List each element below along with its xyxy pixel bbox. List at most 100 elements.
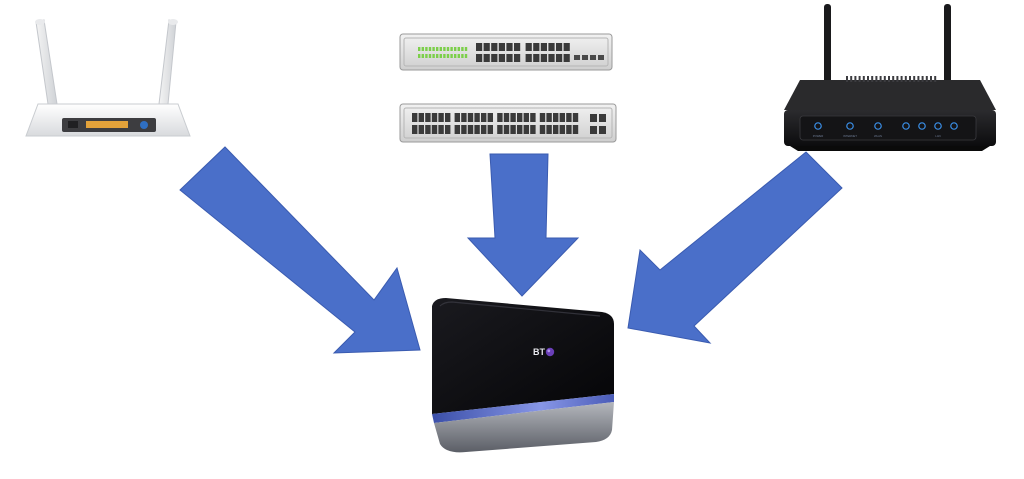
- status-leds: [418, 47, 468, 58]
- status-led: [443, 54, 446, 58]
- indicator-led: [918, 122, 926, 130]
- ethernet-port: [412, 113, 418, 122]
- antenna-right: [158, 19, 178, 105]
- ethernet-port: [445, 125, 451, 134]
- ethernet-port: [540, 43, 547, 51]
- indicator-led: [950, 122, 958, 130]
- ethernet-port: [438, 113, 444, 122]
- indicator-label: WLAN: [874, 134, 882, 138]
- ethernet-port: [467, 113, 474, 122]
- ethernet-port: [481, 113, 487, 122]
- status-led: [461, 54, 464, 58]
- ethernet-port: [425, 125, 431, 134]
- ethernet-port: [510, 125, 516, 134]
- antenna-right: [944, 4, 951, 84]
- ethernet-port: [445, 113, 451, 122]
- sfp-port: [574, 55, 580, 60]
- ethernet-port: [461, 125, 467, 134]
- ethernet-port: [559, 125, 565, 134]
- ethernet-port: [556, 43, 563, 51]
- ethernet-port: [506, 43, 513, 51]
- ethernet-port: [438, 125, 444, 134]
- ethernet-port: [566, 125, 572, 134]
- ethernet-port: [546, 125, 552, 134]
- port-block: [412, 113, 579, 134]
- ethernet-port: [476, 43, 483, 51]
- status-led: [457, 54, 460, 58]
- status-led: [439, 47, 442, 51]
- ethernet-port: [514, 54, 521, 62]
- ethernet-port: [517, 113, 523, 122]
- network-switch-top: [399, 33, 613, 71]
- status-led: [450, 47, 453, 51]
- ethernet-port: [553, 125, 559, 134]
- hub-body: [432, 298, 614, 414]
- ethernet-port: [506, 54, 513, 62]
- indicator-label: LAN: [935, 134, 940, 138]
- ethernet-port: [431, 125, 438, 134]
- sfp-port: [590, 114, 597, 122]
- ethernet-port: [483, 43, 490, 51]
- ethernet-port: [487, 113, 493, 122]
- indicator-led: [814, 122, 822, 130]
- sfp-port: [582, 55, 588, 60]
- ethernet-port: [498, 54, 505, 62]
- ethernet-port: [572, 113, 579, 122]
- bt-logo-text: BT: [533, 347, 545, 357]
- ethernet-port: [454, 125, 460, 134]
- ethernet-port: [503, 125, 510, 134]
- status-led: [439, 54, 442, 58]
- arrow-from-white-router: [179, 146, 421, 354]
- hub-base: [434, 402, 614, 453]
- sfp-port: [599, 126, 606, 134]
- ethernet-port: [491, 43, 498, 51]
- ethernet-port: [553, 113, 559, 122]
- status-led: [428, 47, 432, 51]
- power-port: [68, 121, 78, 128]
- ethernet-port: [454, 113, 460, 122]
- ethernet-port: [497, 113, 503, 122]
- ethernet-port: [503, 113, 510, 122]
- status-led: [443, 47, 446, 51]
- ethernet-port: [517, 125, 523, 134]
- sfp-port: [590, 55, 596, 60]
- ethernet-port: [425, 113, 431, 122]
- hub-light-stripe: [432, 394, 614, 423]
- status-led: [446, 54, 450, 58]
- sfp-ports: [590, 114, 606, 134]
- status-led: [421, 54, 424, 58]
- status-led: [428, 54, 432, 58]
- ethernet-port: [563, 54, 570, 62]
- status-led: [418, 47, 421, 51]
- ethernet-port: [559, 113, 565, 122]
- wps-button: [140, 121, 148, 129]
- ethernet-port: [514, 43, 521, 51]
- ethernet-port: [539, 113, 546, 122]
- status-led: [432, 54, 435, 58]
- ethernet-port: [548, 43, 555, 51]
- ethernet-port: [474, 125, 480, 134]
- sfp-port: [598, 55, 604, 60]
- status-led: [450, 54, 453, 58]
- ethernet-port: [498, 43, 505, 51]
- indicator-led: [934, 122, 942, 130]
- ethernet-port: [474, 113, 480, 122]
- ethernet-port: [533, 43, 540, 51]
- network-switch-bottom: [399, 103, 617, 143]
- ethernet-port: [572, 125, 579, 134]
- status-led: [457, 47, 460, 51]
- indicator-led: [846, 122, 854, 130]
- ethernet-port: [487, 125, 493, 134]
- ethernet-port: [525, 54, 532, 62]
- status-led: [454, 54, 457, 58]
- status-led: [432, 47, 435, 51]
- ethernet-port: [412, 125, 418, 134]
- ethernet-port: [476, 54, 483, 62]
- ethernet-port: [525, 43, 532, 51]
- bt-globe-icon: [545, 347, 555, 357]
- white-router: [25, 19, 191, 137]
- ethernet-port: [481, 125, 487, 134]
- status-led: [436, 47, 439, 51]
